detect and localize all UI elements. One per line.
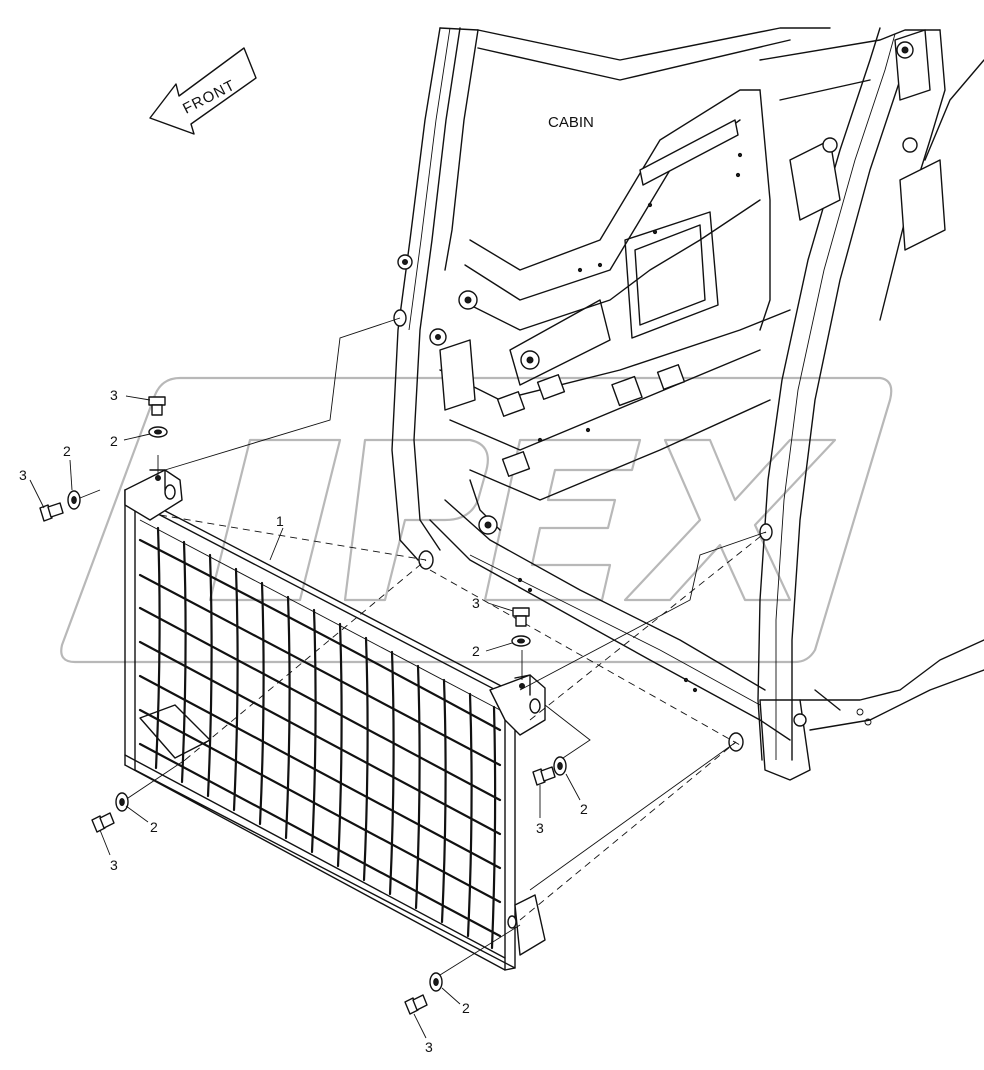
bolt-left-side — [39, 502, 64, 522]
callout-3: 3 — [536, 820, 544, 836]
bolt-top-right — [512, 607, 530, 627]
washer-bottom — [429, 972, 443, 992]
front-direction-arrow: FRONT — [149, 47, 257, 135]
cabin-structure — [391, 27, 984, 781]
washer-top-right — [511, 635, 531, 647]
callout-2: 2 — [63, 443, 71, 459]
washer-left-side — [67, 490, 81, 510]
callout-2: 2 — [472, 643, 480, 659]
callout-2: 2 — [580, 801, 588, 817]
cabin-label: CABIN — [548, 114, 594, 131]
callout-numbers: 3 2 2 3 1 3 2 3 2 2 3 2 3 — [19, 387, 588, 1055]
washer-top-left — [148, 426, 168, 438]
callout-2: 2 — [150, 819, 158, 835]
watermark-logo — [60, 376, 893, 664]
net-mesh — [138, 526, 502, 950]
bolt-lower-left — [91, 812, 115, 833]
bolt-right-side — [532, 766, 556, 786]
callout-3: 3 — [472, 595, 480, 611]
callout-3: 3 — [110, 387, 118, 403]
hardware — [39, 396, 567, 1015]
callout-3: 3 — [110, 857, 118, 873]
assembly-centerlines — [74, 317, 767, 976]
washer-right-side — [553, 756, 567, 776]
callout-2: 2 — [110, 433, 118, 449]
callout-3: 3 — [425, 1039, 433, 1055]
bolt-bottom — [404, 994, 428, 1015]
callout-1: 1 — [276, 513, 284, 529]
washer-lower-left — [115, 792, 129, 812]
callout-3: 3 — [19, 467, 27, 483]
callout-2: 2 — [462, 1000, 470, 1016]
bolt-top-left — [148, 396, 166, 416]
callout-leaders — [29, 395, 581, 1039]
